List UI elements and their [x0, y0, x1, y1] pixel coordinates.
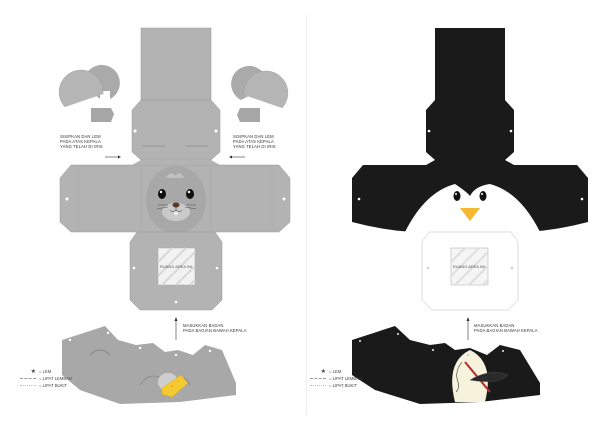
body-instruction-line2: PADA BAGIAN BAWAH KEPALA [183, 328, 247, 333]
body-instruction: MASUKKAN BADAN PADA BAGIAN BAWAH KEPALA [183, 323, 247, 333]
body-instruction: MASUKKAN BADAN PADA BAGIAN BAWAH KEPALA [474, 323, 538, 333]
blank-area-label: RUANG AREA INI [452, 264, 486, 269]
legend-valley: = LIPAT LEMBAH [39, 376, 72, 381]
legend-glue: = LEM [39, 369, 52, 374]
seal-papercraft-template: SISIPKAN DAN LEM PADA ATAS KEPALA YANG T… [20, 27, 291, 404]
star-icon: ★ [30, 368, 36, 375]
ear-instruction-left: SISIPKAN DAN LEM PADA ATAS KEPALA YANG T… [60, 134, 103, 149]
fold-legend: ★= LEM = LIPAT LEMBAH = LIPAT BUKIT [20, 368, 72, 389]
blank-area-label: RUANG AREA INI [159, 264, 193, 269]
body-instruction-line1: MASUKKAN BADAN [474, 323, 515, 328]
mountain-fold-line-icon [20, 385, 36, 386]
sheet-divider [306, 15, 307, 415]
star-icon: ★ [320, 368, 326, 375]
penguin-papercraft-template: RUANG AREA INI MASUKKAN BADAN PADA BAGIA… [306, 0, 610, 429]
legend-mountain: = LIPAT BUKIT [329, 383, 358, 388]
legend-glue: = LEM [329, 369, 342, 374]
body-instruction-line1: MASUKKAN BADAN [183, 323, 224, 328]
valley-fold-line-icon [310, 378, 326, 379]
legend-valley: = LIPAT LEMBAH [329, 376, 362, 381]
legend-mountain: = LIPAT BUKIT [39, 383, 68, 388]
valley-fold-line-icon [20, 378, 36, 379]
seal-template-graphic [58, 27, 291, 404]
ear-instruction-right: SISIPKAN DAN LEM PADA ATAS KEPALA YANG T… [233, 134, 276, 149]
penguin-template-graphic [352, 28, 588, 404]
body-instruction-line2: PADA BAGIAN BAWAH KEPALA [474, 328, 538, 333]
mountain-fold-line-icon [310, 385, 326, 386]
fold-legend: ★= LEM = LIPAT LEMBAH = LIPAT BUKIT [310, 368, 362, 389]
